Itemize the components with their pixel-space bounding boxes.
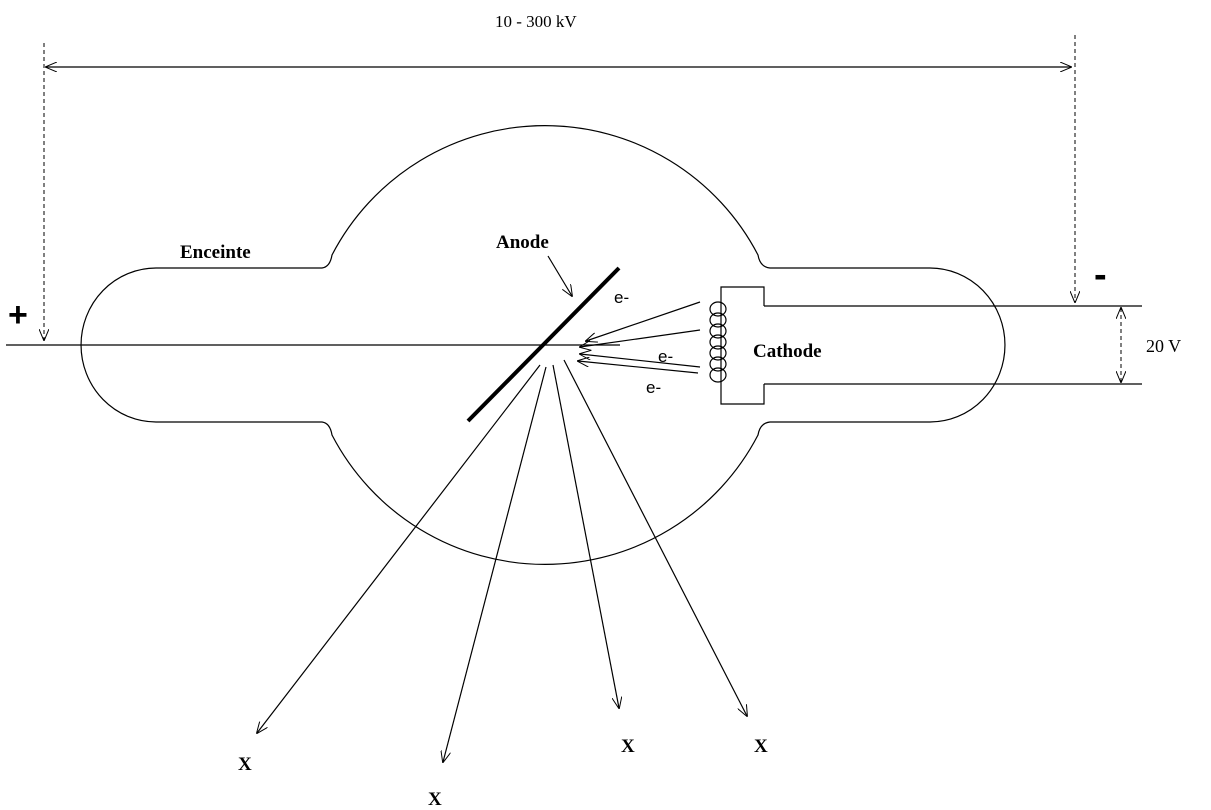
- xray-beam-1: [257, 364, 541, 733]
- high-voltage-dimension: 10 - 300 kV: [44, 12, 1075, 340]
- electron-label-2: e-: [658, 347, 673, 366]
- filament-voltage-label: 20 V: [1146, 336, 1181, 356]
- cathode-assembly: Cathode: [709, 286, 822, 405]
- anode-label: Anode: [496, 232, 549, 253]
- plus-sign: +: [8, 296, 28, 334]
- electron-beams: e- e- e-: [578, 288, 701, 397]
- anode-pointer-arrow: [547, 255, 572, 296]
- electron-beam-4: [578, 361, 699, 374]
- electron-label-3: e-: [646, 378, 661, 397]
- enclosure-label: Enceinte: [180, 242, 251, 263]
- xray-beam-4: [563, 359, 747, 716]
- filament-coil: [709, 301, 727, 383]
- anode-plate: [466, 266, 621, 423]
- electron-beam-3: [580, 354, 701, 368]
- xray-beam-3: [552, 364, 619, 708]
- electron-beam-1: [586, 301, 701, 341]
- xray-label-1: X: [238, 754, 252, 775]
- minus-sign: -: [1094, 254, 1107, 296]
- xray-beams: X X X X: [238, 359, 768, 810]
- cathode-housing: [720, 286, 765, 405]
- xray-label-3: X: [621, 736, 635, 757]
- electron-label-1: e-: [614, 288, 629, 307]
- electron-beam-2: [580, 329, 701, 347]
- xray-beam-2: [443, 366, 547, 762]
- tube-enclosure: [80, 125, 1006, 565]
- xray-label-4: X: [754, 736, 768, 757]
- cathode-label: Cathode: [753, 341, 822, 362]
- xray-label-2: X: [428, 789, 442, 810]
- high-voltage-label: 10 - 300 kV: [495, 12, 577, 31]
